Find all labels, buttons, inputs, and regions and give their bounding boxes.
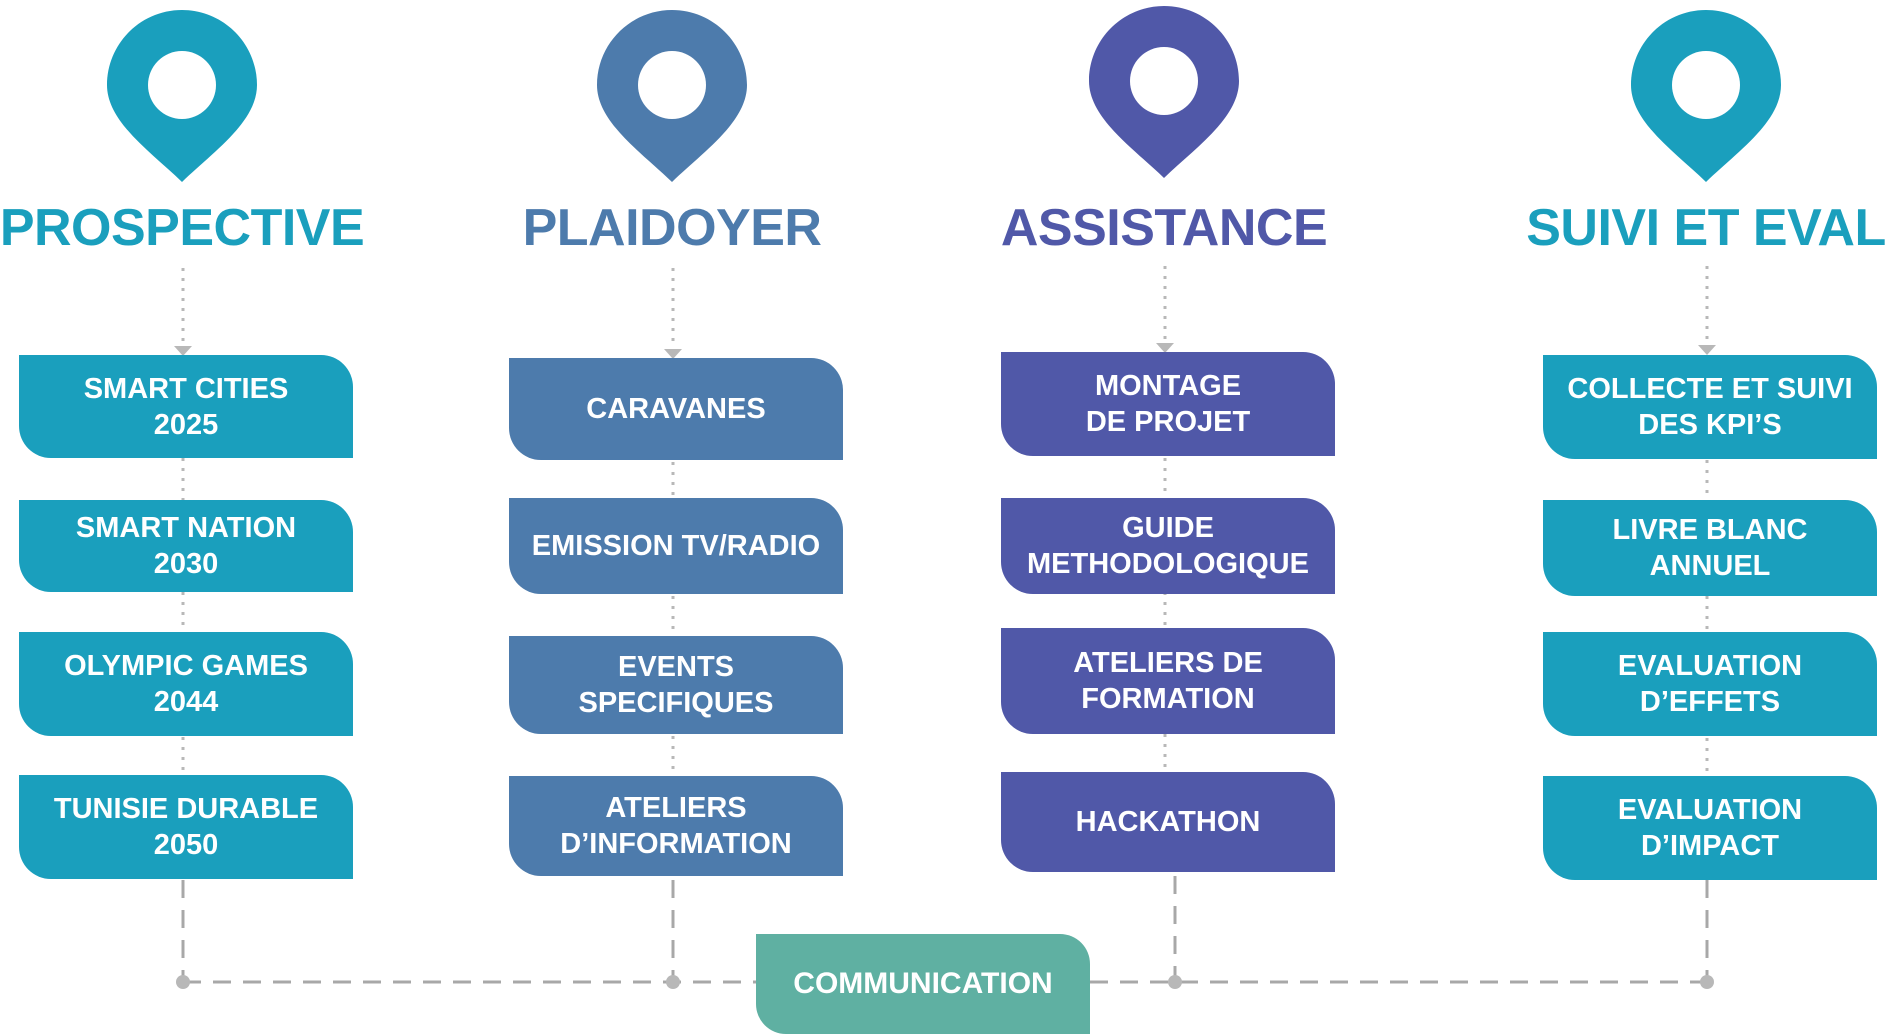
column-title: PROSPECTIVE (0, 199, 365, 257)
column-plaidoyer: PLAIDOYER CARAVANES EMISSION TV/RADIO EVENT… (482, 0, 862, 900)
item-box: MONTAGE DE PROJET (1001, 352, 1335, 456)
item-label: LIVRE BLANC ANNUEL (1612, 514, 1808, 582)
arrow-heads (174, 343, 1716, 359)
item-label: OLYMPIC GAMES 2044 (64, 650, 308, 718)
location-pin-icon (1631, 10, 1781, 182)
item-box: ATELIERS DE FORMATION (1001, 628, 1335, 734)
junction-dots (176, 975, 1714, 989)
location-pin-icon (107, 10, 257, 182)
item-label: EVALUATION D’EFFETS (1617, 650, 1803, 718)
item-box: SMART NATION 2030 (19, 500, 353, 592)
item-label: ATELIERS DE FORMATION (1073, 647, 1263, 715)
item-box: EVALUATION D’IMPACT (1543, 776, 1877, 880)
item-box: HACKATHON (1001, 772, 1335, 872)
item-label: ATELIERS D’INFORMATION (560, 792, 792, 860)
item-box: TUNISIE DURABLE 2050 (19, 775, 353, 879)
item-box: GUIDE METHODOLOGIQUE (1001, 498, 1335, 594)
item-label: HACKATHON (1075, 806, 1261, 838)
item-box: ATELIERS D’INFORMATION (509, 776, 843, 876)
location-pin-icon (1089, 6, 1239, 178)
item-box: OLYMPIC GAMES 2044 (19, 632, 353, 736)
bottom-connectors (181, 876, 1709, 984)
item-box: CARAVANES (509, 358, 843, 460)
item-box: EVALUATION D’EFFETS (1543, 632, 1877, 736)
item-label: EMISSION TV/RADIO (531, 530, 821, 562)
column-title: PLAIDOYER (522, 199, 822, 257)
item-label: EVALUATION D’IMPACT (1617, 794, 1803, 862)
item-label: COLLECTE ET SUIVI DES KPI’S (1567, 373, 1853, 441)
column-connectors (181, 266, 1709, 776)
item-label: MONTAGE DE PROJET (1085, 370, 1251, 438)
column-assistance: ASSISTANCE MONTAGE DE PROJET GUIDE METHODO… (974, 0, 1354, 900)
item-label: SMART CITIES 2025 (83, 372, 289, 441)
item-box: SMART CITIES 2025 (19, 355, 353, 458)
communication-label: COMMUNICATION (793, 967, 1053, 1000)
item-box: COLLECTE ET SUIVI DES KPI’S (1543, 355, 1877, 459)
item-box: EMISSION TV/RADIO (509, 498, 843, 594)
item-label: TUNISIE DURABLE 2050 (53, 793, 319, 861)
location-pin-icon (597, 10, 747, 182)
item-label: EVENTS SPECIFIQUES (578, 651, 774, 719)
item-label: CARAVANES (586, 393, 766, 425)
item-box: LIVRE BLANC ANNUEL (1543, 500, 1877, 596)
column-suivi-et-eval: SUIVI ET EVAL COLLECTE ET SUIVI DES KPI’S… (1516, 0, 1894, 900)
item-label: SMART NATION 2030 (75, 512, 297, 580)
item-box: EVENTS SPECIFIQUES (509, 636, 843, 734)
communication-box: COMMUNICATION (756, 934, 1090, 1034)
column-title: SUIVI ET EVAL (1526, 199, 1886, 257)
item-label: GUIDE METHODOLOGIQUE (1027, 512, 1309, 580)
column-title: ASSISTANCE (1000, 199, 1328, 257)
